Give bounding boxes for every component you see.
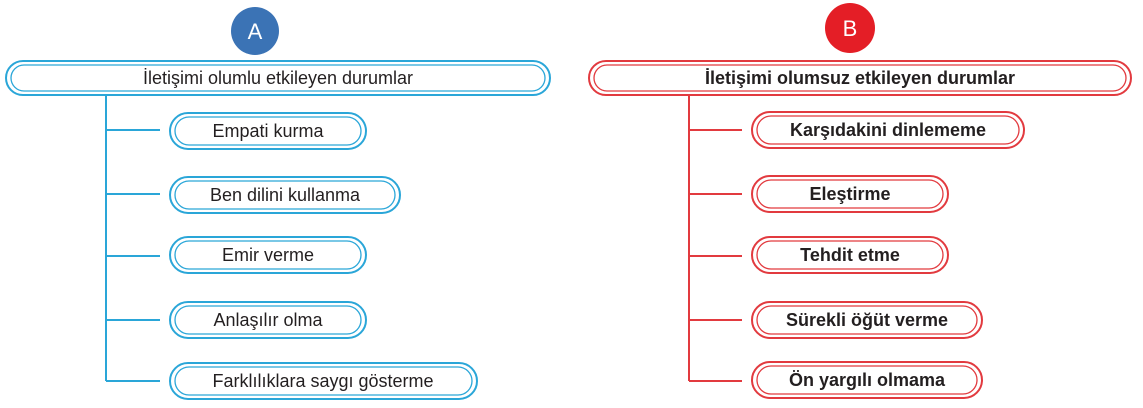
group-a-item-1: Empati kurma: [169, 112, 367, 150]
badge-a-circle: [231, 7, 279, 55]
group-a-item-3: Emir verme: [169, 236, 367, 274]
group-a-item-4: Anlaşılır olma: [169, 301, 367, 339]
group-b-item-4: Sürekli öğüt verme: [751, 301, 983, 339]
group-a-item-label: Farklılıklara saygı gösterme: [212, 371, 433, 391]
group-b-item-label: Tehdit etme: [800, 245, 900, 265]
group-a-item-label: Empati kurma: [212, 121, 324, 141]
group-b-item-2: Eleştirme: [751, 175, 949, 213]
group-b-item-label: Eleştirme: [809, 184, 890, 204]
group-a-connectors: [105, 95, 160, 382]
group-a-item-2: Ben dilini kullanma: [169, 176, 401, 214]
group-a-item-label: Anlaşılır olma: [213, 310, 323, 330]
group-b-connectors: [688, 95, 742, 382]
group-b-heading: İletişimi olumsuz etkileyen durumlar: [705, 68, 1015, 88]
group-b-item-1: Karşıdakini dinlememe: [751, 111, 1025, 149]
badge-a-label: A: [248, 19, 263, 44]
group-b-item-5: Ön yargılı olmama: [751, 361, 983, 399]
group-b-item-label: Ön yargılı olmama: [789, 370, 946, 390]
group-a-item-label: Ben dilini kullanma: [210, 185, 361, 205]
group-b-item-3: Tehdit etme: [751, 236, 949, 274]
group-a-item-5: Farklılıklara saygı gösterme: [169, 362, 478, 400]
badge-b-label: B: [843, 16, 858, 41]
group-a-item-label: Emir verme: [222, 245, 314, 265]
group-b-heading-box: İletişimi olumsuz etkileyen durumlar: [588, 60, 1132, 96]
group-a: A İletişimi olumlu etkileyen durumlar Em…: [5, 7, 551, 400]
group-a-heading-box: İletişimi olumlu etkileyen durumlar: [5, 60, 551, 96]
group-b-item-label: Sürekli öğüt verme: [786, 310, 948, 330]
group-b: B İletişimi olumsuz etkileyen durumlar K…: [588, 3, 1132, 399]
badge-b-circle: [825, 3, 875, 53]
group-b-item-label: Karşıdakini dinlememe: [790, 120, 986, 140]
group-a-heading: İletişimi olumlu etkileyen durumlar: [143, 68, 413, 88]
